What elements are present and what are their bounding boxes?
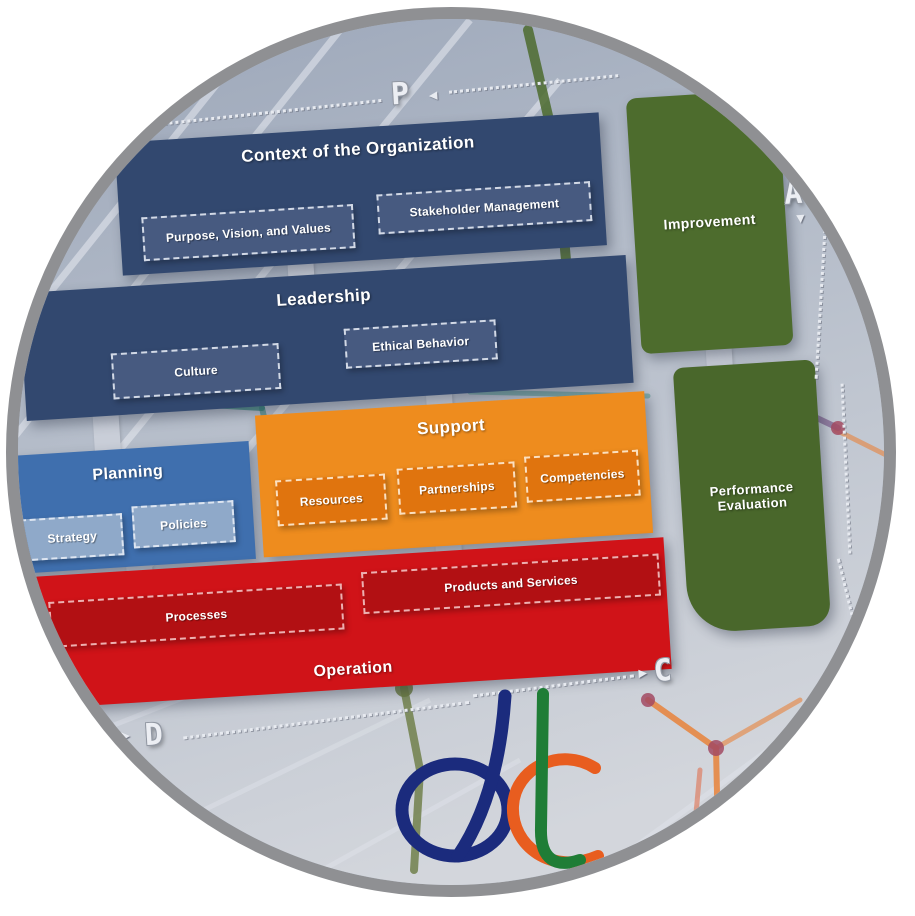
arrow-down-icon: ▼ [793,209,808,227]
cycle-letter-act: A [782,175,804,212]
pdca-scene: Context of the Organization Purpose, Vis… [18,19,884,885]
dotted-line [814,228,827,379]
cycle-letter-check: C [652,652,673,690]
arrow-left-icon: ◄ [425,86,441,104]
leadership-item-ethical-behavior: Ethical Behavior [343,319,498,369]
circle-frame: Context of the Organization Purpose, Vis… [6,7,896,897]
operation-title: Operation [313,658,394,681]
support-box: Support Resources Partnerships Competenc… [254,391,654,558]
arrow-right-icon: ► [635,664,651,682]
dotted-line [792,134,802,171]
context-item-purpose: Purpose, Vision, and Values [141,204,356,262]
operation-item-products-services: Products and Services [360,553,662,615]
improvement-title: Improvement [663,210,757,233]
planning-item-policies: Policies [131,500,236,549]
leadership-item-culture: Culture [110,342,282,400]
support-title: Support [416,415,486,439]
support-item-partnerships: Partnerships [396,461,518,515]
planning-box: Planning Strategy Policies [18,441,256,575]
dotted-line [840,383,852,554]
operation-item-processes: Processes [48,583,345,648]
cycle-letter-do: D [143,717,164,754]
planning-item-strategy: Strategy [20,513,125,562]
performance-evaluation-box: Performance Evaluation [672,359,832,634]
support-item-competencies: Competencies [524,449,641,503]
leadership-box: Leadership Culture Ethical Behavior [18,255,634,421]
performance-evaluation-title: Performance Evaluation [709,478,794,514]
context-box: Context of the Organization Purpose, Vis… [114,112,607,276]
dotted-line [150,98,382,127]
support-item-resources: Resources [275,473,388,527]
leadership-title: Leadership [275,285,372,311]
dotted-line [836,558,857,630]
planning-title: Planning [91,462,164,484]
dotted-line [87,735,123,746]
cycle-letter-plan: P [389,76,411,113]
improvement-box: Improvement [625,89,794,355]
context-title: Context of the Organization [240,132,476,166]
context-item-stakeholder: Stakeholder Management [376,181,593,235]
dotted-line [448,74,619,94]
dotted-line [183,700,470,740]
